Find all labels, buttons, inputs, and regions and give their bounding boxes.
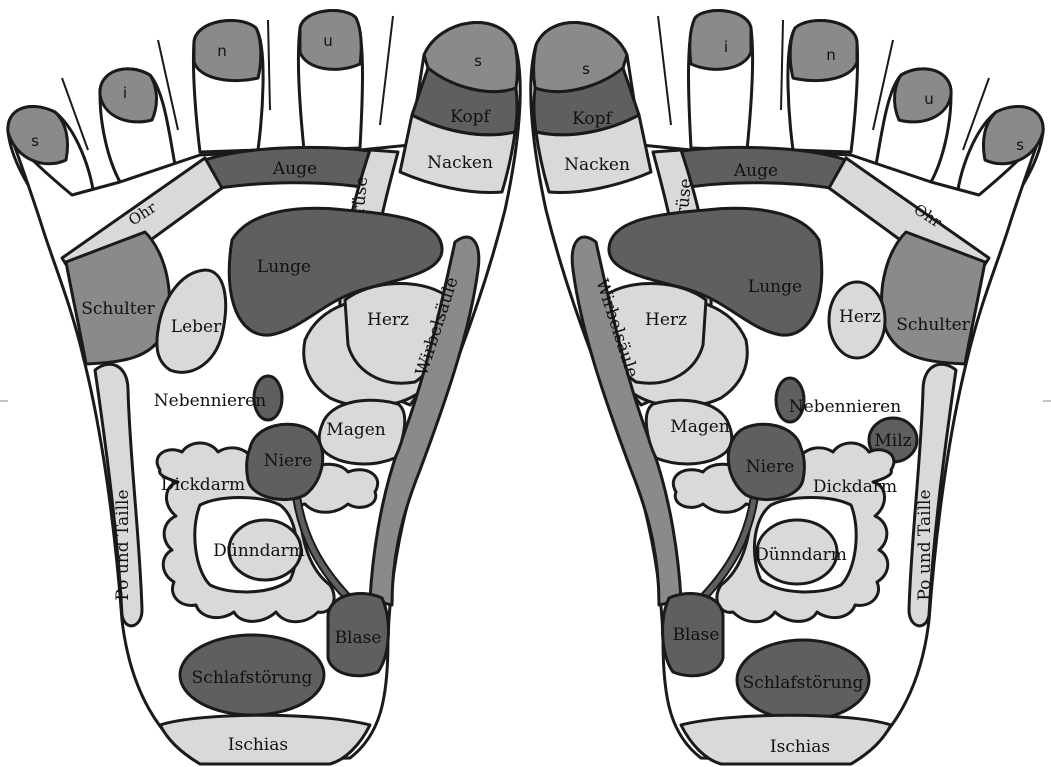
right-label-nebennieren: Nebennieren bbox=[789, 397, 901, 417]
right-toe-label-5: s bbox=[1016, 136, 1024, 154]
right-label-duenndarm: Dünndarm bbox=[755, 545, 847, 565]
right-label-po-und-taille: Po und Taille bbox=[915, 489, 935, 600]
left-toe-label-2: i bbox=[123, 84, 127, 102]
right-label-lunge: Lunge bbox=[748, 277, 802, 297]
left-label-po-und-taille: Po und Taille bbox=[113, 489, 133, 600]
left-label-schlafstoerung: Schlafstörung bbox=[192, 668, 313, 688]
left-toe-label-4: u bbox=[323, 32, 333, 50]
right-label-kopf: Kopf bbox=[572, 109, 613, 129]
right-label-herz-small: Herz bbox=[839, 307, 881, 327]
right-toe-tip-4 bbox=[690, 11, 751, 70]
right-label-milz: Milz bbox=[874, 431, 911, 451]
right-toe-label-2: i bbox=[724, 38, 728, 56]
left-label-magen: Magen bbox=[326, 420, 385, 440]
right-label-blase: Blase bbox=[673, 625, 720, 645]
left-label-duenndarm: Dünndarm bbox=[213, 541, 305, 561]
left-toe-tip-3 bbox=[194, 20, 261, 80]
left-label-nacken: Nacken bbox=[427, 153, 493, 173]
right-toe-tip-3 bbox=[790, 20, 857, 80]
right-toe-label-3: n bbox=[826, 46, 836, 64]
right-label-herz: Herz bbox=[645, 310, 687, 330]
right-label-magen: Magen bbox=[670, 417, 729, 437]
left-label-schulter: Schulter bbox=[81, 299, 155, 319]
left-toe-label-5: s bbox=[474, 52, 482, 70]
left-toe-label-1: s bbox=[31, 132, 39, 150]
left-toe-label-3: n bbox=[217, 42, 227, 60]
right-label-auge: Auge bbox=[733, 161, 778, 181]
left-label-herz: Herz bbox=[367, 310, 409, 330]
left-label-nebennieren: Nebennieren bbox=[154, 391, 266, 411]
right-toe-label-4: u bbox=[924, 90, 934, 108]
left-label-lunge: Lunge bbox=[257, 257, 311, 277]
left-label-kopf: Kopf bbox=[450, 107, 491, 127]
left-label-ischias: Ischias bbox=[228, 735, 288, 755]
left-label-blase: Blase bbox=[335, 628, 382, 648]
right-label-dickdarm: Dickdarm bbox=[813, 477, 897, 497]
right-foot: s i n u s Kopf Nacken Auge Ohr Schilddrü… bbox=[531, 11, 1043, 764]
left-label-niere: Niere bbox=[264, 451, 313, 471]
right-label-ischias: Ischias bbox=[770, 737, 830, 757]
left-label-leber: Leber bbox=[171, 317, 222, 337]
left-label-dickdarm: Dickdarm bbox=[161, 475, 245, 495]
right-toe-label-1: s bbox=[582, 60, 590, 78]
left-foot: s i n u s Kopf Nacken Auge Ohr Schilddrü… bbox=[8, 11, 520, 764]
right-label-schlafstoerung: Schlafstörung bbox=[743, 673, 864, 693]
left-label-auge: Auge bbox=[272, 159, 317, 179]
right-label-niere: Niere bbox=[746, 457, 795, 477]
right-label-nacken: Nacken bbox=[564, 155, 630, 175]
right-label-schulter: Schulter bbox=[896, 315, 970, 335]
